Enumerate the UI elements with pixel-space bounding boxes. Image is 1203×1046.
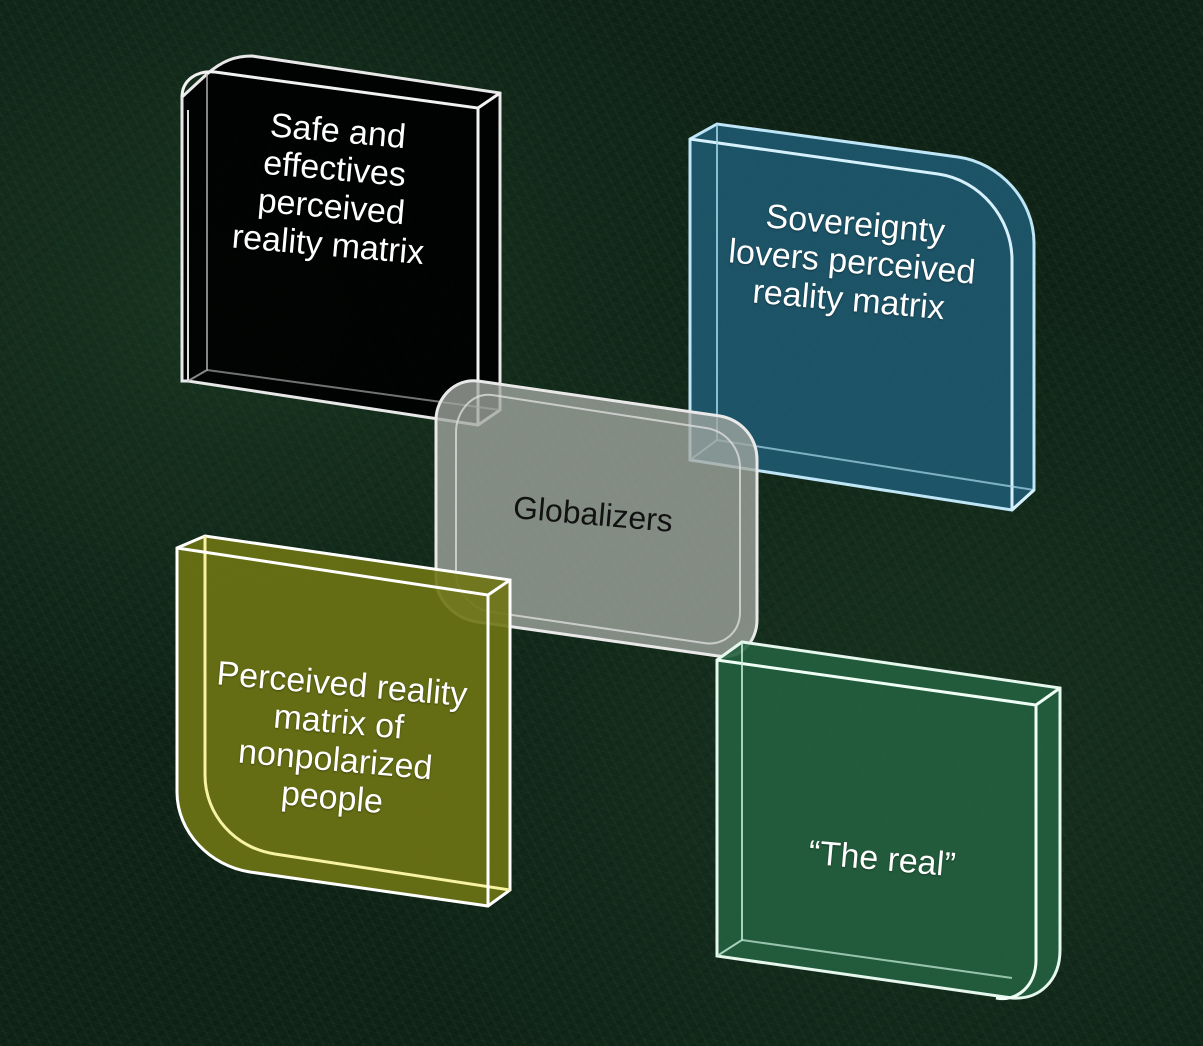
box-black <box>180 54 502 427</box>
box-green <box>715 640 1062 1001</box>
box-blue <box>688 122 1036 512</box>
box-olive <box>175 534 512 908</box>
box-grey <box>434 379 759 659</box>
box-label-nonpolarized-people: Perceived reality matrix of nonpolarized… <box>215 654 469 822</box>
box-label-safe-and-effectives: Safe and effectives perceived reality ma… <box>230 106 426 273</box>
